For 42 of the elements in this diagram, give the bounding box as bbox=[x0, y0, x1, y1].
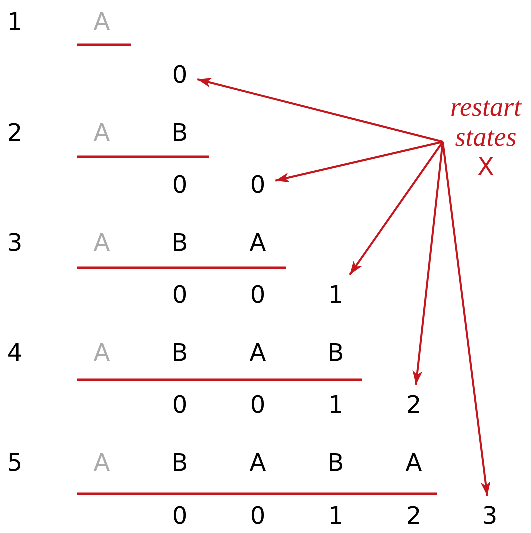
arrow bbox=[442, 142, 491, 496]
restart-value: 0 bbox=[250, 504, 266, 528]
row-number: 4 bbox=[7, 341, 23, 365]
restart-value: 0 bbox=[250, 283, 266, 307]
arrow bbox=[349, 141, 444, 276]
restart-value: 0 bbox=[172, 393, 188, 417]
row-number: 1 bbox=[7, 10, 23, 34]
pattern-letter: A bbox=[250, 341, 266, 365]
pattern-letter: A bbox=[250, 451, 266, 475]
pattern-letter: A bbox=[406, 451, 422, 475]
mark-symbol: X bbox=[476, 152, 496, 182]
restart-value: 1 bbox=[328, 393, 344, 417]
restart-value: 2 bbox=[406, 393, 422, 417]
restart-value: 0 bbox=[250, 393, 266, 417]
pattern-letter: B bbox=[328, 341, 344, 365]
row-number: 3 bbox=[7, 231, 23, 255]
row-number: 2 bbox=[7, 121, 23, 145]
pattern-letter: A bbox=[94, 341, 110, 365]
pattern-letter: B bbox=[172, 341, 188, 365]
restart-value: 0 bbox=[172, 63, 188, 87]
pattern-letter: B bbox=[172, 121, 188, 145]
pattern-letter: A bbox=[94, 231, 110, 255]
restart-value: 1 bbox=[328, 283, 344, 307]
pattern-letter: A bbox=[250, 231, 266, 255]
arrow bbox=[197, 78, 444, 143]
pattern-letter: B bbox=[328, 451, 344, 475]
restart-value: 0 bbox=[172, 283, 188, 307]
annotation-text: restart states bbox=[449, 92, 523, 152]
arrow bbox=[275, 141, 444, 183]
pattern-letter: B bbox=[172, 451, 188, 475]
pattern-letter: A bbox=[94, 121, 110, 145]
pattern-letter: A bbox=[94, 10, 110, 34]
pattern-letter: B bbox=[172, 231, 188, 255]
pattern-letter: A bbox=[94, 451, 110, 475]
restart-value: 3 bbox=[482, 504, 498, 528]
restart-value: 0 bbox=[250, 173, 266, 197]
row-number: 5 bbox=[7, 451, 23, 475]
restart-value: 2 bbox=[406, 504, 422, 528]
restart-value: 0 bbox=[172, 173, 188, 197]
arrow bbox=[412, 142, 444, 386]
restart-value: 1 bbox=[328, 504, 344, 528]
restart-value: 0 bbox=[172, 504, 188, 528]
